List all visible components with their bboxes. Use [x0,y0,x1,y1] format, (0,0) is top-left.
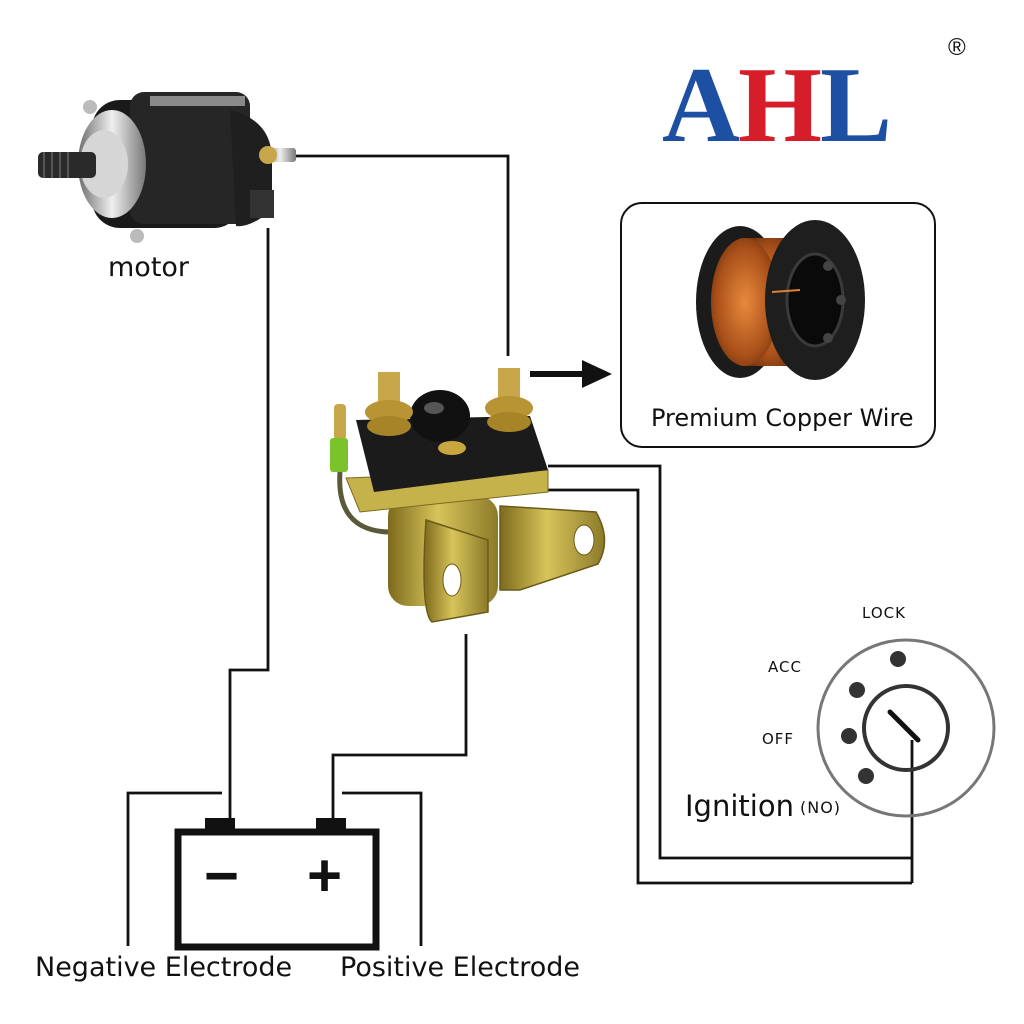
arrow-icon [530,360,612,388]
wire-ignition-1 [548,464,912,860]
wire-negative-lead [126,791,222,946]
copper-wire-spool-icon [696,220,865,380]
copper-wire-callout [620,202,936,448]
wire-positive-lead [342,791,423,946]
starter-motor-icon [38,92,296,243]
copper-wire-label: Premium Copper Wire [651,404,914,432]
ignition-switch-icon [816,638,996,818]
logo-letter-h: H [738,46,822,165]
lock-label: LOCK [862,604,906,622]
positive-symbol: + [307,842,343,909]
positive-electrode-label: Positive Electrode [340,952,581,983]
wire-ignition-2 [548,488,912,885]
start-position-dot [858,768,874,784]
wires [126,154,914,946]
wire-solenoid-to-positive [331,634,468,818]
off-position-dot [841,728,857,744]
battery-icon [174,818,380,951]
motor-label: motor [108,252,190,283]
wire-motor-to-negative [228,228,270,818]
negative-electrode-label: Negative Electrode [35,952,293,983]
off-label: OFF [762,730,795,748]
starter-solenoid-icon [330,368,606,623]
ignition-label: Ignition [685,789,794,823]
wire-motor-to-solenoid [296,154,510,356]
acc-position-dot [849,682,865,698]
negative-symbol: − [204,842,240,909]
ignition-note: (NO) [800,798,842,817]
acc-label: ACC [768,658,802,676]
logo-letter-a: A [662,46,740,165]
logo-letter-l: L [820,46,892,165]
registered-mark: ® [948,34,966,61]
lock-position-dot [890,651,906,667]
brand-logo: AHL [662,52,892,160]
